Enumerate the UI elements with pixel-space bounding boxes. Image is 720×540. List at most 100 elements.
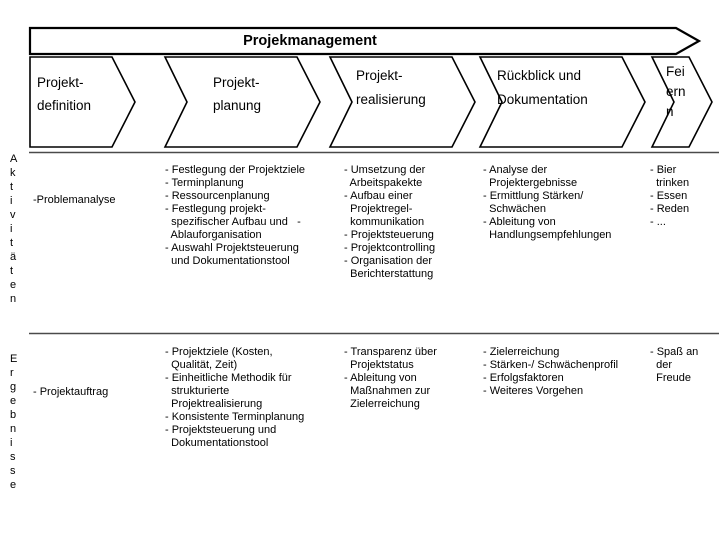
text-line: trinken (650, 177, 690, 189)
text-line: Projekt- (213, 75, 260, 90)
vertical-letter: b (10, 409, 17, 421)
activities-cell-1: - Festlegung der Projektziele- Terminpla… (165, 164, 305, 268)
text-line: spezifischer Aufbau und - (165, 216, 301, 228)
phase-label-0: Projekt-definition (37, 71, 91, 117)
text-line: - ... (650, 216, 666, 228)
text-line: - Einheitliche Methodik für (165, 372, 292, 384)
vertical-letter: g (10, 381, 17, 393)
text-line: Fei (666, 64, 685, 79)
text-line: - Festlegung der Projektziele (165, 164, 306, 176)
text-line: -Problemanalyse (33, 194, 116, 206)
text-line: Projekt- (356, 68, 403, 83)
text-line: - Stärken-/ Schwächenprofil (483, 359, 619, 371)
text-line: - Projektsteuerung (344, 229, 434, 241)
vertical-letter: e (10, 395, 17, 407)
vertical-letter: A (10, 153, 18, 165)
text-line: - Transparenz über (344, 346, 437, 358)
phase-chevron-0 (29, 56, 136, 148)
text-line: - Analyse der (483, 164, 548, 176)
text-line: Zielerreichung (344, 398, 420, 410)
text-line: - Essen (650, 190, 688, 202)
text-line: Schwächen (483, 203, 546, 215)
text-line: Projektrealisierung (165, 398, 263, 410)
text-line: Dokumentationstool (165, 437, 269, 449)
results-cell-1: - Projektziele (Kosten, Qualität, Zeit)-… (165, 346, 304, 450)
vertical-letter: ä (10, 251, 17, 263)
text-line: - Umsetzung der (344, 164, 426, 176)
phase-chevron-4 (650, 56, 713, 148)
phase-label-1: Projekt-planung (213, 71, 261, 117)
text-line: definition (37, 98, 92, 113)
text-line: und Dokumentationstool (165, 255, 290, 267)
vertical-letter: v (10, 209, 16, 221)
text-line: - Festlegung projekt- (165, 203, 266, 215)
activities-cell-3: - Analyse der Projektergebnisse- Ermittl… (483, 164, 611, 242)
text-line: - Zielerreichung (483, 346, 560, 358)
vertical-letter: e (10, 479, 17, 491)
phase-chevron-1 (163, 56, 321, 148)
text-line: - Bier (650, 164, 677, 176)
vertical-letter: t (10, 237, 14, 249)
vertical-letter: r (10, 367, 14, 379)
results-cell-2: - Transparenz über Projektstatus- Ableit… (344, 346, 437, 411)
activities-cell-0: -Problemanalyse (33, 194, 116, 207)
text-line: Maßnahmen zur (344, 385, 431, 397)
text-line: - Projektziele (Kosten, (165, 346, 273, 358)
vertical-letter: t (10, 265, 14, 277)
text-line: - Konsistente Terminplanung (165, 411, 305, 423)
phase-label-2: Projekt-realisierung (356, 64, 426, 112)
text-line: ern (666, 84, 686, 99)
vertical-letter: s (10, 451, 16, 463)
vertical-letter: k (10, 167, 16, 179)
text-line: - Terminplanung (165, 177, 244, 189)
vertical-letter: E (10, 353, 18, 365)
vertical-letter: n (10, 423, 17, 435)
banner-title: Projekmanagement (243, 33, 377, 49)
vertical-letter: t (10, 181, 14, 193)
text-line: - Erfolgsfaktoren (483, 372, 564, 384)
text-line: Projekt- (37, 75, 84, 90)
text-line: Ablauforganisation (165, 229, 262, 241)
text-line: realisierung (356, 92, 426, 107)
text-line: Qualität, Zeit) (165, 359, 238, 371)
results-cell-0: - Projektauftrag (33, 386, 108, 399)
vertical-letter: e (10, 279, 17, 291)
vertical-letter: i (10, 195, 13, 207)
text-line: Projektstatus (344, 359, 414, 371)
text-line: - Ressourcenplanung (165, 190, 270, 202)
results-cell-3: - Zielerreichung- Stärken-/ Schwächenpro… (483, 346, 618, 398)
text-line: - Projektcontrolling (344, 242, 436, 254)
activities-cell-2: - Umsetzung der Arbeitspakekte- Aufbau e… (344, 164, 435, 281)
banner-arrow-shape (28, 26, 702, 56)
text-line: strukturierte (165, 385, 230, 397)
vertical-letter: i (10, 437, 13, 449)
text-line: - Organisation der (344, 255, 433, 267)
text-line: kommunikation (344, 216, 425, 228)
text-line: - Aufbau einer (344, 190, 413, 202)
text-line: - Ableitung von (483, 216, 556, 228)
text-line: Handlungsempfehlungen (483, 229, 612, 241)
text-line: Freude (650, 372, 691, 384)
text-line: - Projektsteuerung und (165, 424, 277, 436)
text-line: Rückblick und (497, 68, 582, 83)
text-line: planung (213, 98, 262, 113)
vertical-letter: s (10, 465, 16, 477)
text-line: - Weiteres Vorgehen (483, 385, 584, 397)
text-line: Berichterstattung (344, 268, 434, 280)
text-line: - Auswahl Projektsteuerung (165, 242, 299, 254)
text-line: Projektregel- (344, 203, 413, 215)
phase-chevron-3 (478, 56, 646, 148)
text-line: Projektergebnisse (483, 177, 578, 189)
text-line: - Ermittlung Stärken/ (483, 190, 584, 202)
activities-cell-4: - Bier trinken- Essen- Reden- ... (650, 164, 689, 229)
text-line: der (650, 359, 673, 371)
phase-chevron-2 (328, 56, 476, 148)
text-line: Arbeitspakekte (344, 177, 423, 189)
text-line: - Reden (650, 203, 690, 215)
text-line: - Spaß an (650, 346, 699, 358)
